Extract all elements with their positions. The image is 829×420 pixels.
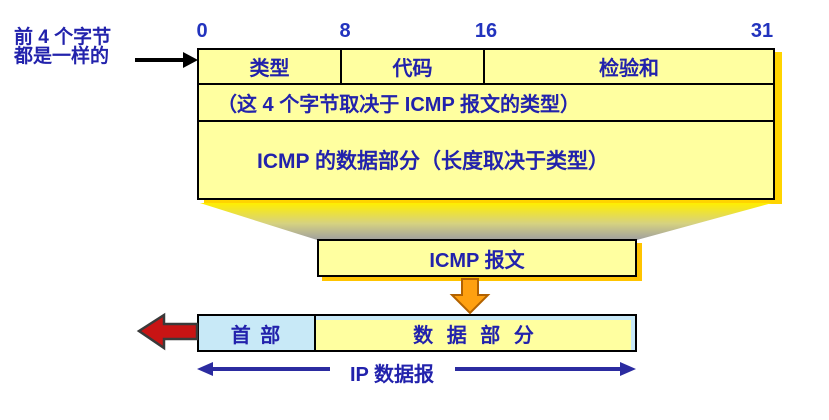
- ip-datagram-bar: 首 部 数 据 部 分: [197, 314, 637, 352]
- icmp-table-row-fields: 类型 代码 检验和: [199, 50, 773, 85]
- annotation-line-2: 都是一样的: [14, 46, 110, 67]
- bit-label-16: 16: [474, 20, 498, 42]
- icmp-table-row-depends-note: （这 4 个字节取决于 ICMP 报文的类型）: [199, 85, 773, 122]
- left-arrow-icon: [136, 312, 199, 351]
- field-code: 代码: [342, 50, 485, 83]
- icmp-payload-fill: [316, 320, 631, 350]
- bit-label-0: 0: [196, 20, 208, 42]
- annotation-line-1: 前 4 个字节: [14, 27, 112, 48]
- field-checksum: 检验和: [599, 58, 659, 80]
- annotation-first-4-bytes: 前 4 个字节 都是一样的: [14, 28, 111, 66]
- icmp-header-table: 类型 代码 检验和 （这 4 个字节取决于 ICMP 报文的类型） ICMP 的…: [197, 48, 775, 200]
- icmp-table-row-data-part: ICMP 的数据部分（长度取决于类型）: [257, 150, 609, 173]
- icmp-message-box: ICMP 报文: [317, 239, 637, 277]
- ip-data-cell: 数 据 部 分: [316, 316, 635, 350]
- ip-datagram-caption: IP 数据报: [349, 364, 435, 386]
- right-arrow-icon: [135, 52, 198, 68]
- ip-header-cell: 首 部: [199, 316, 316, 350]
- field-type: 类型: [199, 50, 342, 83]
- funnel-shape: [199, 203, 773, 240]
- bit-label-8: 8: [339, 20, 351, 42]
- ip-data-label: 数 据 部 分: [413, 324, 538, 347]
- bit-label-31: 31: [750, 20, 774, 42]
- down-arrow-icon: [449, 278, 491, 315]
